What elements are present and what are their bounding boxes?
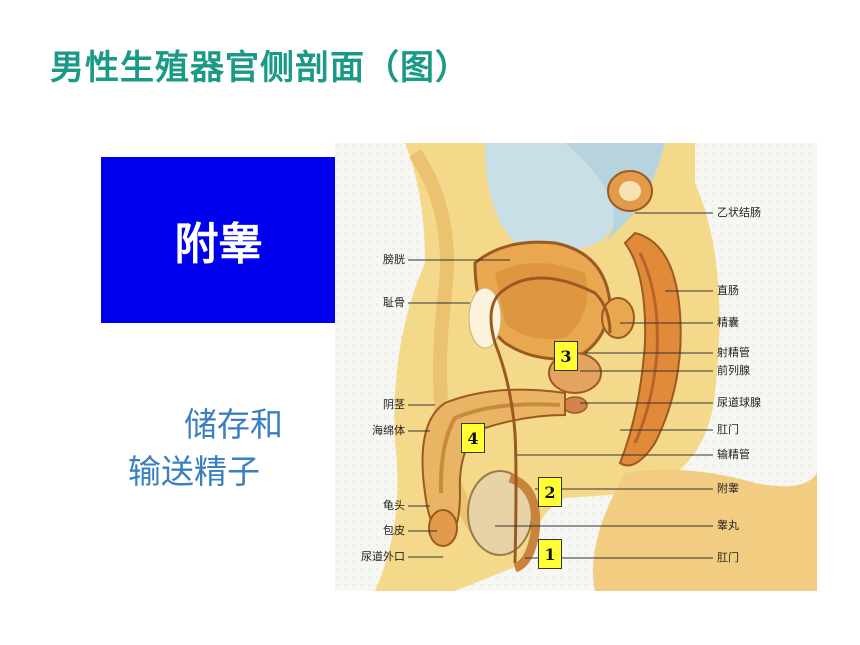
marker-4: 4: [461, 423, 485, 453]
page-title: 男性生殖器官侧剖面（图）: [50, 48, 470, 88]
label-bladder: 膀胱: [383, 253, 405, 266]
function-text-line-1: 储存和: [184, 405, 283, 444]
label-anus: 肛门: [717, 423, 739, 436]
anatomy-diagram: 膀胱 耻骨 阴茎 海绵体 龟头 包皮 尿道外口 乙状结肠 直肠 精囊 射精管 前…: [335, 143, 817, 591]
marker-2: 2: [538, 477, 562, 507]
label-corpus-cavernosum: 海绵体: [372, 424, 405, 437]
marker-3: 3: [554, 341, 578, 371]
label-anus-lower: 肛门: [717, 551, 739, 564]
label-vas-deferens: 输精管: [717, 448, 750, 461]
label-pubic-bone: 耻骨: [383, 296, 405, 309]
label-testis: 睾丸: [717, 519, 739, 532]
label-glans: 龟头: [383, 499, 405, 512]
label-seminal-vesicle: 精囊: [717, 316, 739, 329]
label-urethral-opening: 尿道外口: [361, 550, 405, 563]
function-text-line-2: 输送精子: [128, 452, 260, 491]
marker-1: 1: [538, 539, 562, 569]
label-epididymis: 附睾: [717, 482, 739, 495]
label-ejaculatory-duct: 射精管: [717, 346, 750, 359]
label-rectum: 直肠: [717, 284, 739, 297]
label-penis: 阴茎: [383, 398, 405, 411]
label-prostate: 前列腺: [717, 364, 750, 377]
organ-name-box: 附睾: [101, 157, 336, 323]
label-bulbourethral-gland: 尿道球腺: [717, 396, 761, 409]
label-sigmoid-colon: 乙状结肠: [717, 206, 761, 219]
organ-name: 附睾: [174, 219, 263, 270]
label-foreskin: 包皮: [383, 524, 405, 537]
